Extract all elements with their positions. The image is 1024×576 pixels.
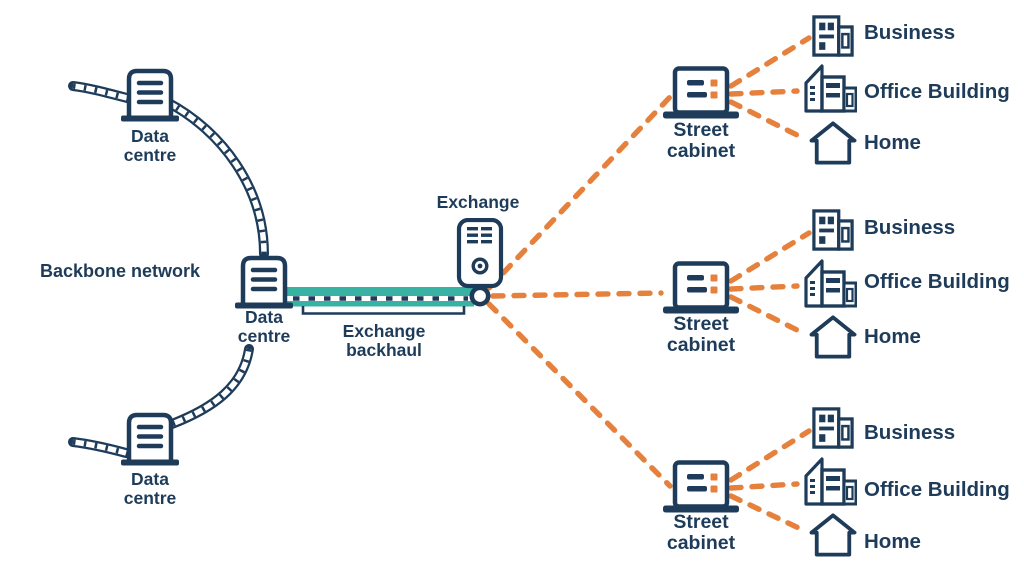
office-building-icon-1 xyxy=(804,64,857,113)
data-centre-icon-top xyxy=(121,71,179,122)
exchange-node-connector xyxy=(469,285,491,307)
home-icon-3 xyxy=(809,513,857,557)
access-line-exchange-cabinet-3 xyxy=(486,301,673,489)
office-building-icon-2 xyxy=(804,259,857,308)
street-cabinet-icon-1 xyxy=(663,69,739,119)
backbone-cable-stub-bottom xyxy=(68,437,131,458)
access-lines xyxy=(486,35,812,534)
street-cabinet-icon-3 xyxy=(663,463,739,513)
backbone-network-label: Backbone network xyxy=(40,261,201,281)
access-line-cabinet2-home xyxy=(728,294,808,337)
exchange-backhaul-link xyxy=(286,287,474,315)
backbone-cable-arc-bottom xyxy=(167,344,254,429)
data-centre-icon-core xyxy=(235,258,293,309)
home-label-3: Home xyxy=(864,530,921,553)
backbone-cable-stub-top xyxy=(68,81,132,103)
street-cabinet-label-3: Street cabinet xyxy=(666,511,736,554)
backbone-cables xyxy=(68,81,269,458)
access-line-exchange-cabinet-1 xyxy=(486,94,673,291)
office-building-label-1: Office Building xyxy=(864,80,1010,103)
business-icon-3 xyxy=(812,407,854,449)
access-line-cabinet3-office xyxy=(728,481,800,491)
access-line-cabinet3-business xyxy=(728,428,812,483)
business-label-1: Business xyxy=(864,21,956,44)
data-centre-label-bottom: Data centre xyxy=(123,469,177,508)
business-label-2: Business xyxy=(864,216,956,239)
data-centre-label-core: Data centre xyxy=(237,307,291,346)
home-icon-1 xyxy=(809,121,857,165)
exchange-icon xyxy=(459,220,501,295)
access-line-cabinet2-business xyxy=(728,230,812,284)
office-building-label-2: Office Building xyxy=(864,270,1010,293)
backbone-cable-arc-top xyxy=(162,97,269,259)
data-centre-label-top: Data centre xyxy=(123,126,177,165)
access-line-cabinet3-home xyxy=(728,493,808,534)
street-cabinet-label-2: Street cabinet xyxy=(666,313,736,356)
home-icon-2 xyxy=(809,315,857,359)
access-line-cabinet1-office xyxy=(728,88,800,97)
business-icon-2 xyxy=(812,209,854,251)
exchange-label: Exchange xyxy=(436,192,520,212)
street-cabinet-icon-2 xyxy=(663,264,739,314)
office-building-icon-3 xyxy=(804,457,857,506)
office-building-label-3: Office Building xyxy=(864,478,1010,501)
access-line-cabinet2-office xyxy=(728,283,800,292)
street-cabinet-label-1: Street cabinet xyxy=(666,119,736,162)
access-line-exchange-cabinet-2 xyxy=(490,290,664,299)
access-line-cabinet1-business xyxy=(728,35,812,89)
backhaul-bracket xyxy=(301,306,466,315)
exchange-backhaul-label: Exchange backhaul xyxy=(342,321,426,360)
home-label-2: Home xyxy=(864,325,921,348)
business-label-3: Business xyxy=(864,421,956,444)
home-label-1: Home xyxy=(864,131,921,154)
business-icon-1 xyxy=(812,15,854,57)
data-centre-icon-bottom xyxy=(121,415,179,466)
access-line-cabinet1-home xyxy=(728,99,808,142)
